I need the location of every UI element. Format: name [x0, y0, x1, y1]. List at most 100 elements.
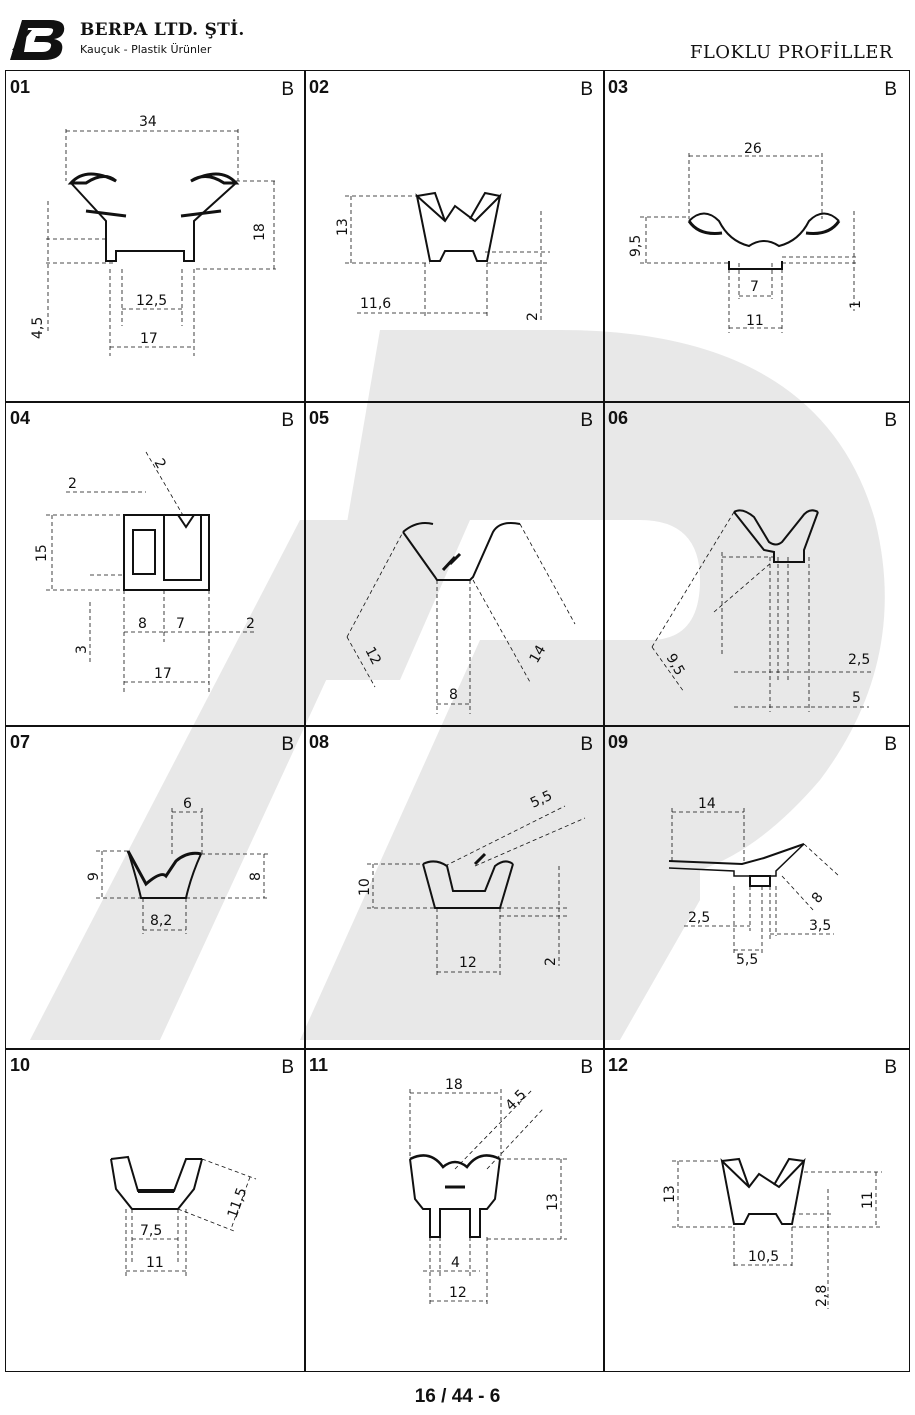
profile-mark: B — [281, 410, 294, 431]
profile-mark: B — [580, 79, 593, 100]
dimension-label: 8 — [449, 687, 458, 703]
dimension-label: 5,5 — [736, 952, 758, 968]
dimension-label: 10 — [357, 878, 373, 896]
dimension-label: 8,2 — [150, 913, 172, 929]
dimension-label: 6 — [183, 796, 192, 812]
grid-divider — [6, 725, 909, 727]
dimension-label: 11 — [860, 1191, 876, 1209]
dimension-label: 9,5 — [628, 235, 644, 257]
dimension-label: 8 — [809, 889, 827, 906]
dimension-label: 11 — [746, 313, 764, 329]
dimension-label: 2 — [151, 456, 169, 472]
profile-number: 05 — [309, 408, 330, 428]
profile-drawing-01: 34 18 4,5 12,5 17 — [30, 114, 276, 356]
profile-drawing-09: 14 2,5 8 3,5 5,5 — [668, 796, 840, 968]
section-title: FLOKLU PROFİLLER — [689, 42, 893, 63]
profile-mark: B — [884, 79, 897, 100]
dimension-label: 1 — [848, 300, 864, 309]
profile-drawing-08: 5,5 10 2 12 — [357, 788, 586, 978]
profile-mark: B — [884, 1057, 897, 1078]
dimension-label: 11 — [146, 1255, 164, 1271]
profile-number: 11 — [309, 1055, 329, 1075]
profile-cell-02: 02 B 13 11,6 2 — [305, 71, 603, 401]
dimension-label: 2 — [68, 476, 77, 492]
dimension-label: 4,5 — [503, 1087, 530, 1114]
profile-number: 08 — [309, 732, 330, 752]
profile-drawing-05: 12 14 8 — [346, 522, 576, 714]
profile-mark: B — [884, 410, 897, 431]
dimension-label: 13 — [545, 1193, 561, 1211]
dimension-label: 4 — [451, 1255, 460, 1271]
grid-divider — [603, 71, 605, 1371]
profile-cell-04: 04 B 2 2 15 3 8 — [6, 402, 304, 725]
dimension-label: 13 — [662, 1185, 678, 1203]
dimension-label: 2,8 — [814, 1285, 830, 1307]
profile-cell-11: 11 B 18 4,5 13 4 12 — [305, 1049, 603, 1371]
profile-cell-03: 03 B 26 9,5 7 11 — [604, 71, 907, 401]
dimension-label: 9,5 — [663, 651, 688, 678]
company-tagline: Kauçuk - Plastik Ürünler — [80, 43, 212, 56]
dimension-label: 9 — [86, 872, 102, 881]
profile-mark: B — [281, 1057, 294, 1078]
dimension-label: 2 — [525, 312, 541, 321]
dimension-label: 2 — [543, 957, 559, 966]
profile-cell-01: 01 B 34 18 4,5 — [6, 71, 304, 401]
company-name: BERPA LTD. ŞTİ. — [80, 20, 245, 40]
profile-number: 10 — [10, 1055, 31, 1075]
profile-drawing-02: 13 11,6 2 — [335, 191, 550, 321]
profile-grid: 01 B 34 18 4,5 — [5, 70, 910, 1372]
profile-number: 02 — [309, 77, 330, 97]
dimension-label: 7,5 — [140, 1223, 162, 1239]
dimension-label: 14 — [698, 796, 716, 812]
profile-number: 06 — [608, 408, 629, 428]
dimension-label: 2,5 — [688, 910, 710, 926]
profile-number: 01 — [10, 77, 31, 97]
profile-drawing-04: 2 2 15 3 8 7 2 17 — [34, 451, 256, 692]
dimension-label: 12 — [459, 955, 477, 971]
dimension-label: 17 — [140, 331, 158, 347]
dimension-label: 15 — [34, 544, 50, 562]
grid-divider — [6, 1048, 909, 1050]
profile-cell-05: 05 B 12 14 8 — [305, 402, 603, 725]
berpa-logo-icon — [10, 20, 65, 60]
profile-cell-10: 10 B 11,5 7,5 11 — [6, 1049, 304, 1371]
dimension-label: 17 — [154, 666, 172, 682]
dimension-label: 26 — [744, 141, 762, 157]
profile-drawing-07: 6 9 8 8,2 — [86, 796, 268, 934]
profile-cell-07: 07 B 6 9 8 8,2 — [6, 726, 304, 1048]
dimension-label: 11,5 — [225, 1186, 251, 1221]
profile-mark: B — [884, 734, 897, 755]
profile-cell-12: 12 B 13 11 10,5 2,8 — [604, 1049, 907, 1371]
dimension-label: 10,5 — [748, 1249, 779, 1265]
profile-drawing-11: 18 4,5 13 4 12 — [409, 1077, 567, 1307]
dimension-label: 14 — [527, 642, 550, 666]
page-number: 16 / 44 - 6 — [414, 1386, 501, 1407]
profile-cell-08: 08 B 5,5 10 2 12 — [305, 726, 603, 1048]
profile-number: 09 — [608, 732, 629, 752]
profile-drawing-10: 11,5 7,5 11 — [110, 1155, 257, 1277]
grid-divider — [6, 401, 909, 403]
dimension-label: 3 — [74, 645, 90, 654]
profile-cell-09: 09 B 14 2,5 8 3,5 5,5 — [604, 726, 907, 1048]
profile-number: 12 — [608, 1055, 629, 1075]
dimension-label: 11,6 — [360, 296, 391, 312]
dimension-label: 5 — [852, 690, 861, 706]
profile-mark: B — [281, 79, 294, 100]
page-header: BERPA LTD. ŞTİ. Kauçuk - Plastik Ürünler… — [0, 0, 915, 70]
dimension-label: 8 — [138, 616, 147, 632]
dimension-label: 2 — [246, 616, 255, 632]
profile-mark: B — [580, 734, 593, 755]
profile-mark: B — [580, 410, 593, 431]
profile-number: 04 — [10, 408, 31, 428]
profile-drawing-06: 9,5 2,5 5 — [651, 509, 874, 712]
dimension-label: 3,5 — [809, 918, 831, 934]
dimension-label: 34 — [139, 114, 157, 130]
grid-divider — [304, 71, 306, 1371]
dimension-label: 7 — [176, 616, 185, 632]
dimension-label: 18 — [252, 223, 268, 241]
profile-mark: B — [281, 734, 294, 755]
dimension-label: 2,5 — [848, 652, 870, 668]
dimension-label: 13 — [335, 218, 351, 236]
profile-number: 03 — [608, 77, 629, 97]
dimension-label: 5,5 — [528, 788, 555, 812]
